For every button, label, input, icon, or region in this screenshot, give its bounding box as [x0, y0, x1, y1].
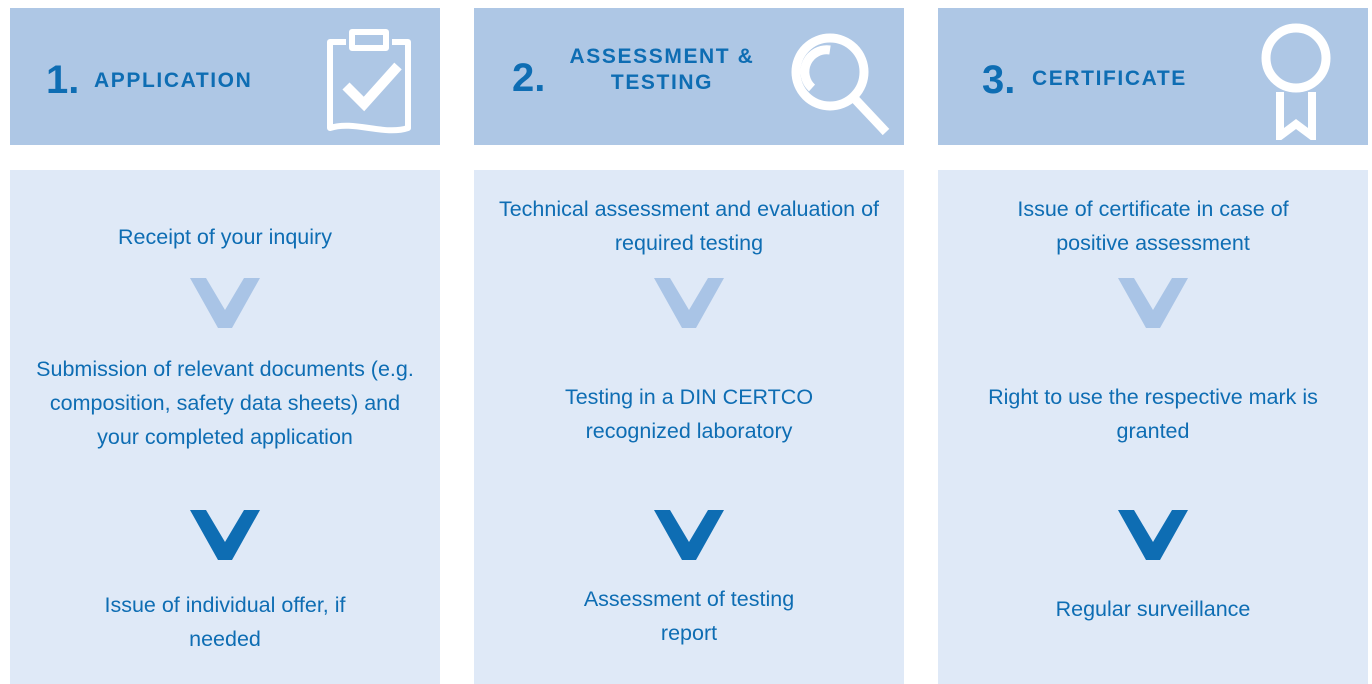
step-text: Receipt of your inquiry	[118, 225, 332, 249]
chevron-down-icon	[654, 278, 724, 328]
column-assessment-testing: 2. ASSESSMENT & TESTING Technical assess…	[474, 0, 904, 684]
chevron-down-icon	[190, 510, 260, 560]
step-text: Assessment of testing report	[583, 587, 795, 645]
steps-assessment-testing: Technical assessment and evaluation of r…	[474, 170, 904, 684]
header-certificate: 3. CERTIFICATE	[938, 8, 1368, 145]
step-text: Testing in a DIN CERTCO recognized labor…	[564, 385, 814, 443]
column-certificate: 3. CERTIFICATE Issue of certificate in c…	[938, 0, 1368, 684]
chevron-down-icon	[1118, 278, 1188, 328]
chevron-down-icon	[1118, 510, 1188, 560]
step-number: 1.	[46, 58, 80, 102]
column-title: CERTIFICATE	[1032, 67, 1187, 90]
step-text: Right to use the respective mark is gran…	[988, 385, 1318, 443]
magnifier-icon	[791, 33, 890, 136]
step-text: Issue of individual offer, if needed	[104, 593, 346, 651]
header-application: 1. APPLICATION	[10, 8, 440, 145]
chevron-down-icon	[654, 510, 724, 560]
step-text: Submission of relevant documents (e.g. c…	[36, 357, 414, 449]
steps-application: Receipt of your inquiry Submission of re…	[10, 170, 440, 684]
award-ribbon-icon	[1261, 23, 1331, 140]
column-application: 1. APPLICATION Receipt of your inquiry S…	[10, 0, 440, 684]
step-text: Technical assessment and evaluation of r…	[498, 197, 880, 255]
step-number: 3.	[982, 58, 1016, 102]
header-assessment-testing: 2. ASSESSMENT & TESTING	[474, 8, 904, 145]
column-title: ASSESSMENT & TESTING	[569, 45, 755, 94]
step-number: 2.	[512, 56, 546, 100]
step-text: Issue of certificate in case of positive…	[1017, 197, 1289, 255]
step-text: Regular surveillance	[1055, 597, 1251, 621]
chevron-down-icon	[190, 278, 260, 328]
steps-certificate: Issue of certificate in case of positive…	[938, 170, 1368, 684]
clipboard-check-icon	[327, 29, 411, 134]
column-title: APPLICATION	[94, 69, 253, 92]
